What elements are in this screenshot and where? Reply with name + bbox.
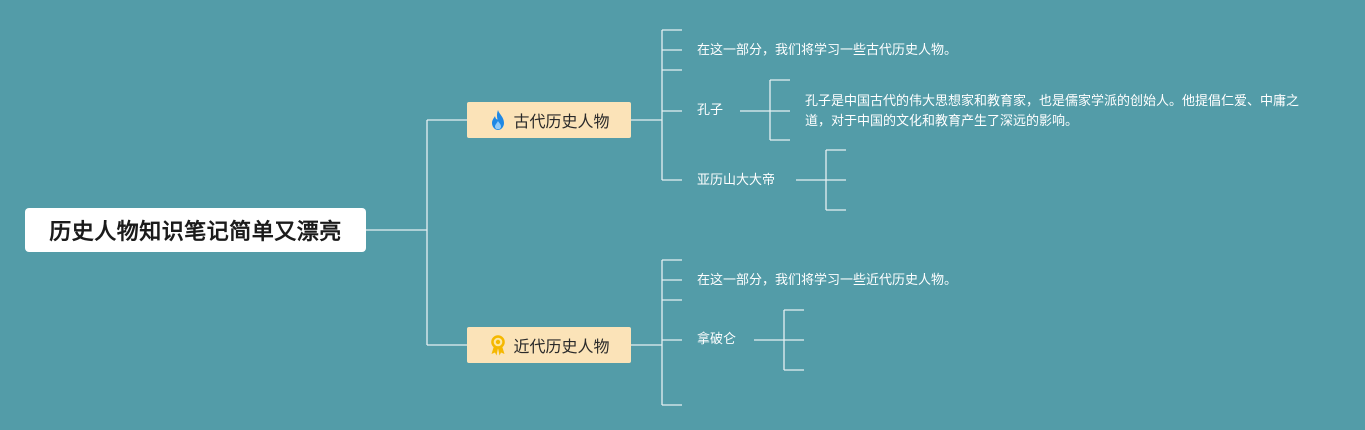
connector-kongzi	[740, 79, 790, 141]
ancient-intro-text[interactable]: 在这一部分，我们将学习一些古代历史人物。	[697, 43, 958, 58]
connector-alexander	[796, 149, 846, 211]
award-ribbon-icon	[488, 334, 508, 356]
branch-label: 古代历史人物	[513, 112, 610, 131]
fire-icon	[488, 109, 508, 131]
person-kongzi[interactable]: 孔子	[697, 103, 724, 118]
connector-napoleon	[754, 309, 804, 371]
person-napoleon[interactable]: 拿破仑	[697, 332, 737, 347]
person-alexander[interactable]: 亚历山大大帝	[697, 173, 776, 188]
kongzi-description[interactable]: 孔子是中国古代的伟大思想家和教育家，也是儒家学派的创始人。他提倡仁爱、中庸之道，…	[805, 94, 1300, 129]
branch-modern-figures[interactable]: 近代历史人物	[467, 327, 631, 363]
connector-branch-ancient	[631, 29, 682, 181]
connector-root	[366, 119, 467, 346]
branch-label: 近代历史人物	[513, 337, 610, 356]
root-topic[interactable]: 历史人物知识笔记简单又漂亮	[25, 208, 366, 252]
modern-intro-text[interactable]: 在这一部分，我们将学习一些近代历史人物。	[697, 273, 958, 288]
branch-ancient-figures[interactable]: 古代历史人物	[467, 102, 631, 138]
connector-branch-modern	[631, 259, 682, 406]
root-title: 历史人物知识笔记简单又漂亮	[49, 220, 342, 245]
